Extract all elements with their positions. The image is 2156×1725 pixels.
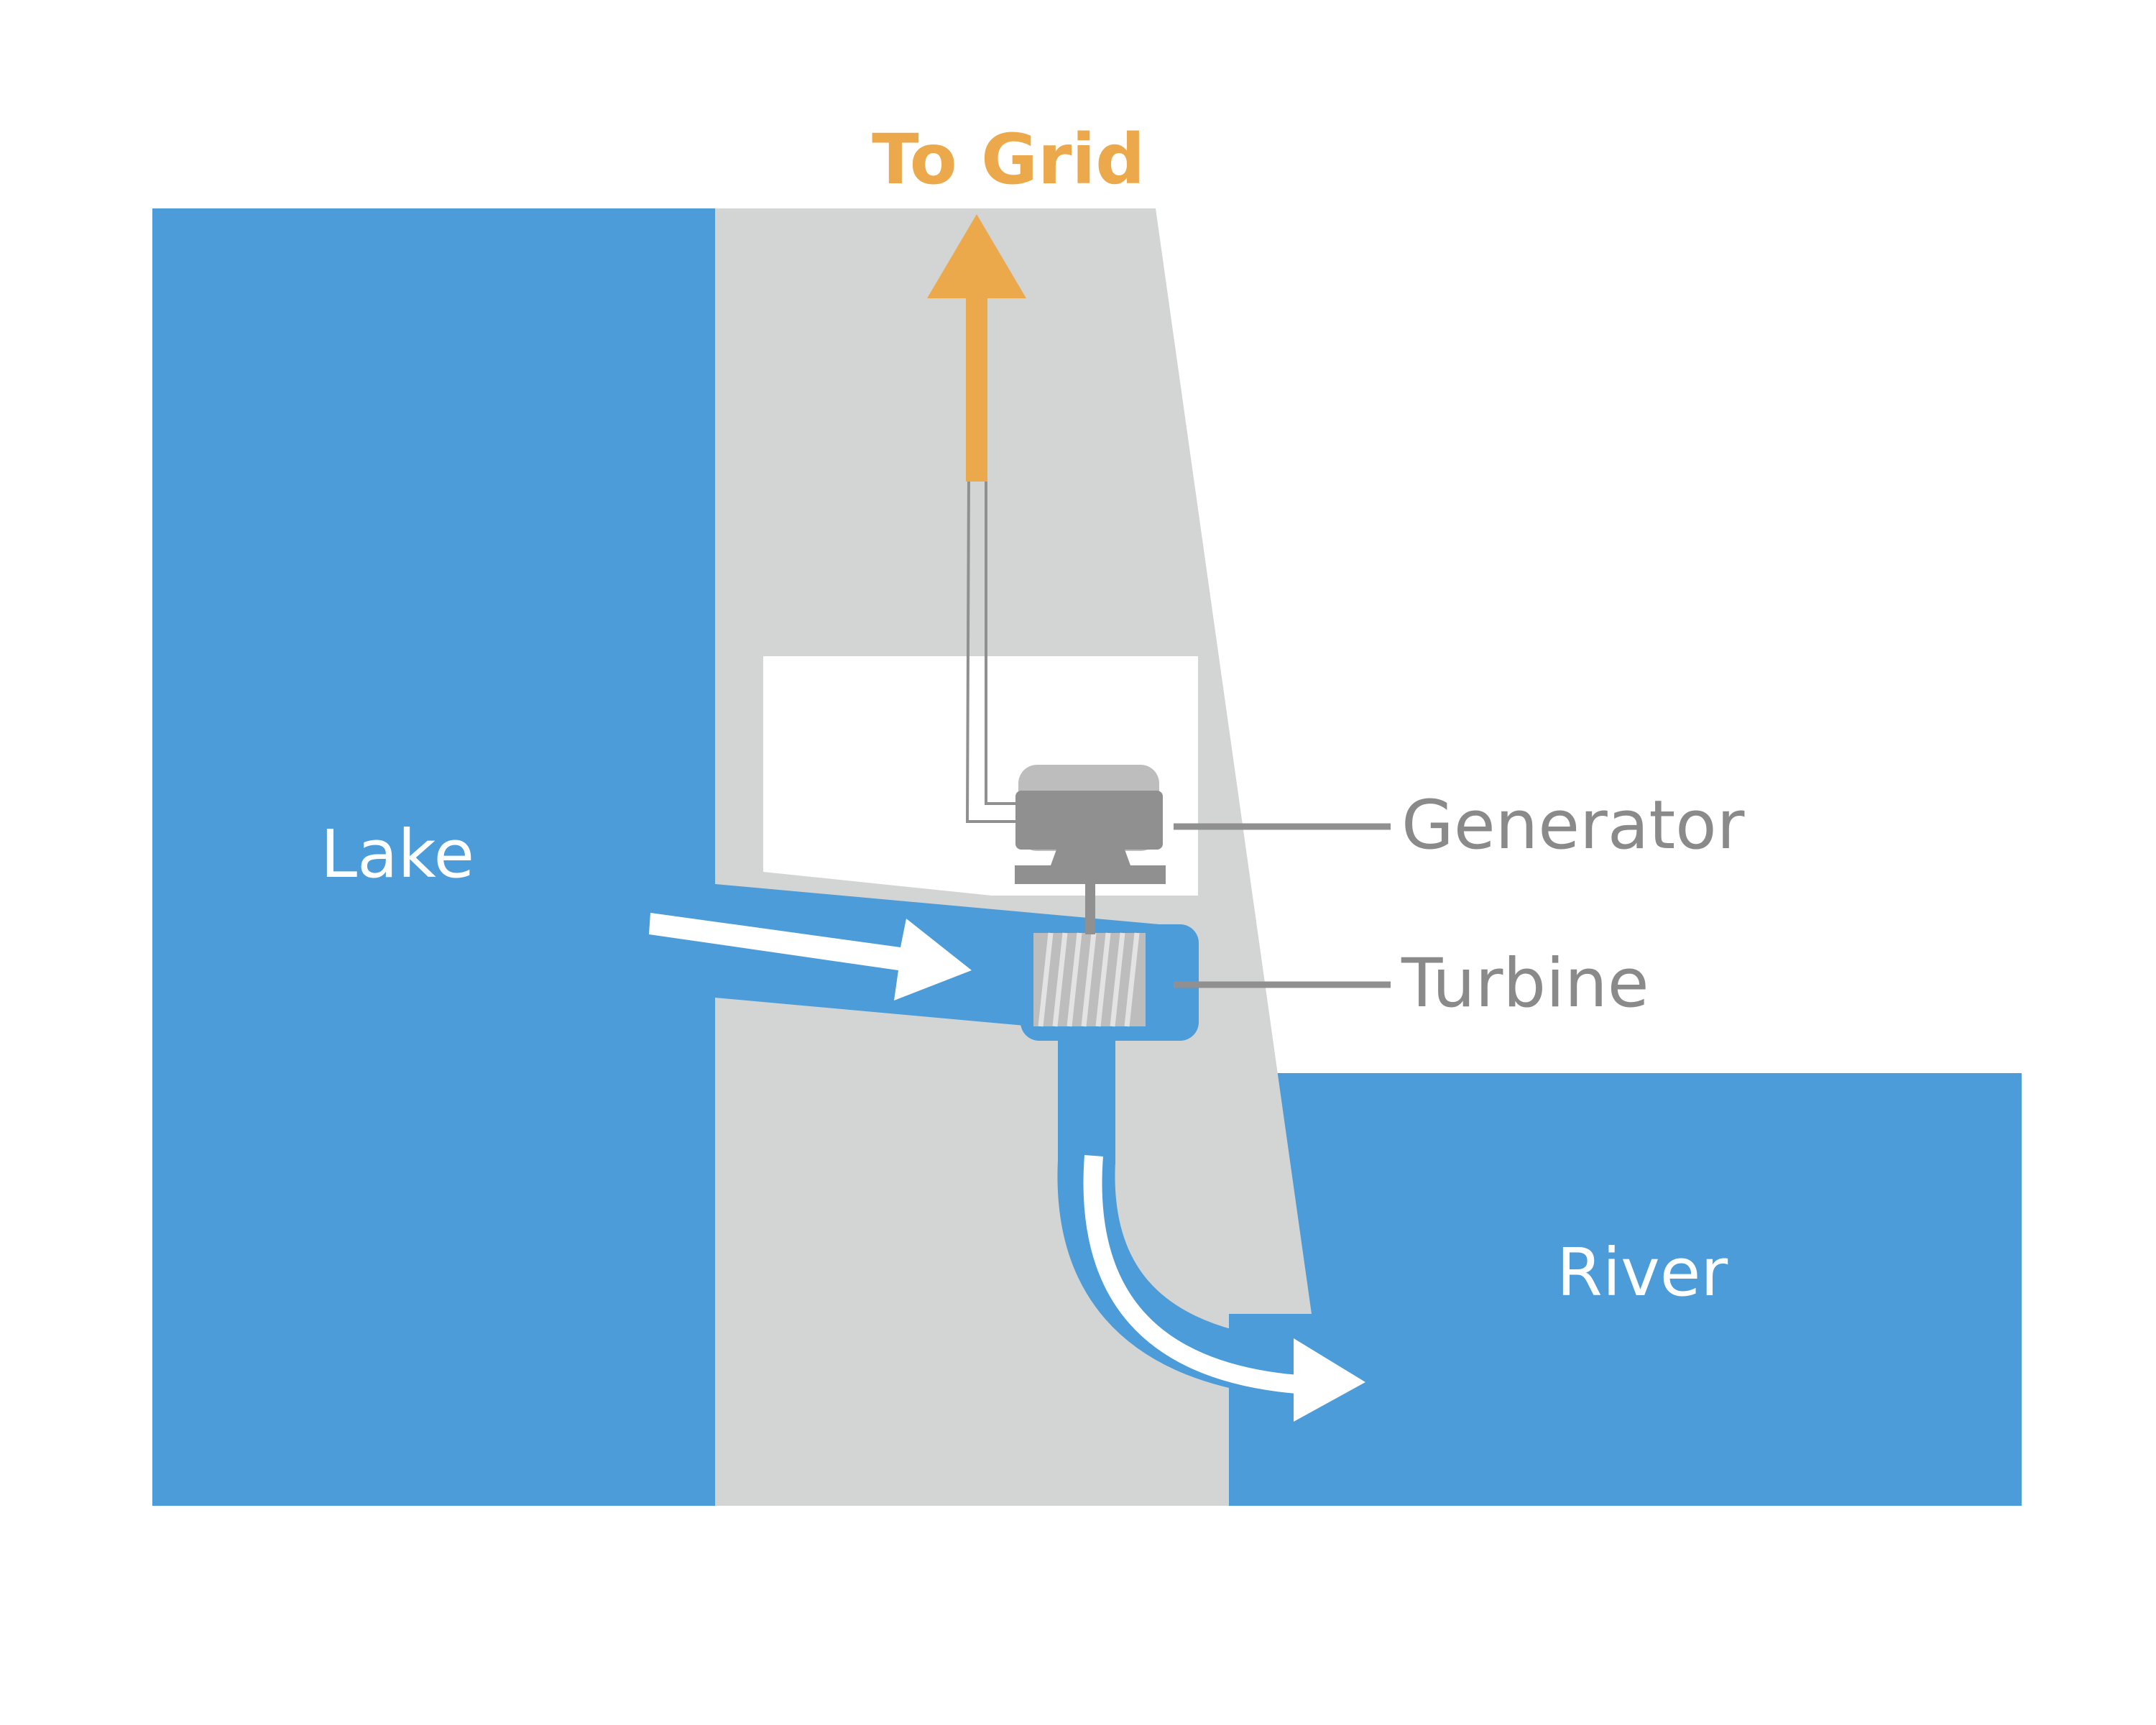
river-label: River xyxy=(1557,1234,1728,1311)
outflow-arrow-shaft xyxy=(1083,1155,1299,1394)
lake-label: Lake xyxy=(321,816,474,893)
generator-label: Generator xyxy=(1401,786,1745,865)
river-water xyxy=(1229,1073,2022,1506)
generator xyxy=(1015,765,1166,884)
inflow-arrow xyxy=(649,913,972,1000)
turbine-shaft xyxy=(1085,884,1095,934)
power-arrow-head xyxy=(927,214,1026,298)
transmission-wires xyxy=(965,475,1015,823)
to-grid-label: To Grid xyxy=(872,119,1145,200)
outflow-arrow-head xyxy=(1294,1338,1365,1422)
turbine-label: Turbine xyxy=(1401,944,1649,1023)
power-arrow-shaft xyxy=(966,296,987,482)
turbine xyxy=(1033,932,1146,1027)
lake-water xyxy=(152,208,715,1506)
draft-tube-vertical xyxy=(1058,1035,1115,1164)
